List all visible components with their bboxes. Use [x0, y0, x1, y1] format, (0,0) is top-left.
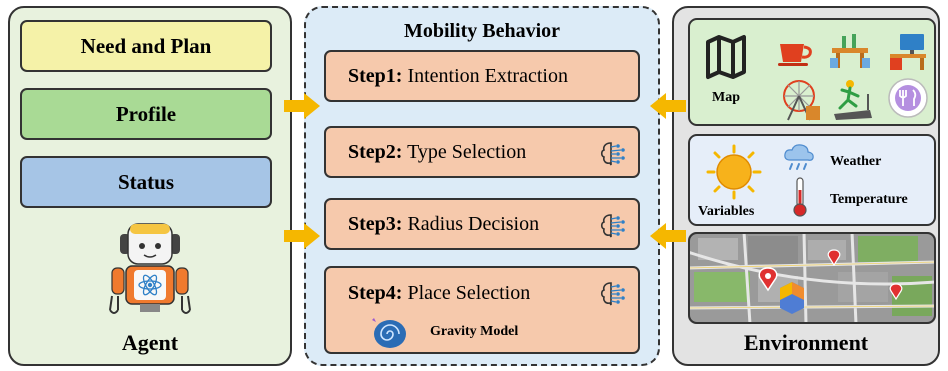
arrow-right-icon: [284, 93, 320, 119]
temperature-label: Temperature: [830, 192, 908, 207]
arrow-left-icon: [650, 223, 686, 249]
gym-treadmill-icon: [834, 80, 872, 120]
rain-cloud-icon: [784, 144, 814, 170]
location-pin-icon: [889, 283, 903, 301]
map-box: Map: [688, 18, 936, 126]
step3-box: Step3: Radius Decision: [324, 198, 640, 250]
step1-prefix: Step1:: [348, 64, 403, 87]
weather-label: Weather: [830, 154, 882, 169]
map-icon: [706, 35, 746, 79]
restaurant-table-icon: [830, 34, 870, 68]
variables-box: Variables Weather Temperature: [688, 134, 936, 226]
step2-prefix: Step2:: [348, 140, 403, 163]
map-label: Map: [712, 90, 740, 105]
step3-text: Radius Decision: [402, 212, 540, 235]
arrow-left-icon: [650, 93, 686, 119]
need-and-plan-box: Need and Plan: [20, 20, 272, 72]
sun-icon: [706, 144, 762, 200]
city-map-image: [688, 232, 936, 324]
mobility-behavior-title: Mobility Behavior: [403, 20, 561, 42]
environment-label: Environment: [743, 330, 869, 355]
step3-prefix: Step3:: [348, 212, 403, 235]
galaxy-icon: [372, 318, 406, 348]
ai-brain-icon: [600, 282, 625, 306]
agent-label: Agent: [121, 330, 179, 355]
step1-box: Step1: Intention Extraction: [324, 50, 640, 102]
coffee-cup-icon: [778, 44, 812, 66]
gravity-model-label: Gravity Model: [430, 324, 519, 339]
step4-text: Place Selection: [402, 282, 531, 304]
arrow-right-icon: [284, 223, 320, 249]
building-icon: [780, 282, 804, 314]
step2-text: Type Selection: [402, 140, 527, 163]
ai-brain-icon: [600, 142, 625, 166]
step2-box: Step2: Type Selection: [324, 126, 640, 178]
office-desk-icon: [890, 34, 926, 70]
status-box: Status: [20, 156, 272, 208]
step4-box: Step4: Place Selection Gravity Model: [324, 266, 640, 354]
thermometer-icon: [793, 177, 807, 217]
location-pin-icon: [827, 249, 841, 267]
location-pin-icon: [758, 267, 778, 292]
ferris-wheel-icon: [783, 80, 820, 121]
variables-label: Variables: [698, 204, 755, 219]
step1-text: Intention Extraction: [402, 64, 568, 87]
ai-brain-icon: [600, 214, 625, 238]
profile-box: Profile: [20, 88, 272, 140]
step4-prefix: Step4:: [348, 282, 403, 304]
dining-plate-icon: [888, 78, 928, 118]
robot-agent-icon: [109, 223, 191, 314]
